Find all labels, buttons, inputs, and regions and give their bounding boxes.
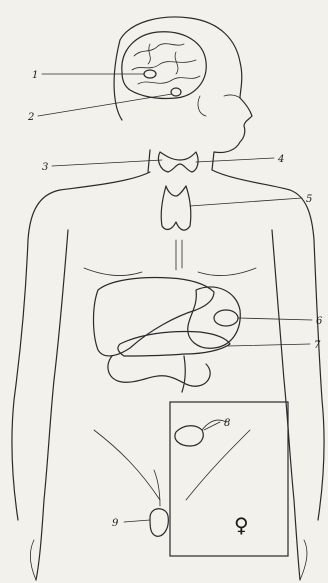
hands [30, 540, 307, 580]
pineal-gland [144, 70, 156, 78]
ear [198, 96, 206, 116]
label-3: 3 [42, 162, 48, 173]
female-symbol-icon: ♀ [234, 513, 249, 537]
label-5: 5 [306, 194, 312, 205]
intestines [108, 356, 210, 392]
esophagus [176, 240, 182, 270]
label-6: 6 [316, 316, 323, 327]
label-1: 1 [32, 70, 38, 81]
label-2: 2 [27, 112, 34, 123]
thymus-gland [161, 186, 191, 230]
brain-folds [132, 44, 200, 84]
pituitary-gland [171, 88, 181, 96]
label-9: 9 [112, 518, 119, 529]
label-7: 7 [314, 340, 321, 351]
ovary [175, 426, 203, 446]
right-arm-inner [272, 230, 300, 580]
chest-lines [84, 268, 256, 275]
eye [224, 95, 240, 98]
left-arm-inner [36, 230, 68, 580]
label-8: 8 [224, 418, 230, 429]
groin-lines [94, 430, 250, 500]
thyroid-gland [158, 152, 198, 172]
spermatic-cord [154, 470, 160, 506]
brain [122, 32, 206, 99]
adrenal-gland [214, 310, 238, 326]
label-4: 4 [277, 154, 284, 165]
leader-lines [38, 74, 312, 522]
testis [150, 509, 168, 537]
